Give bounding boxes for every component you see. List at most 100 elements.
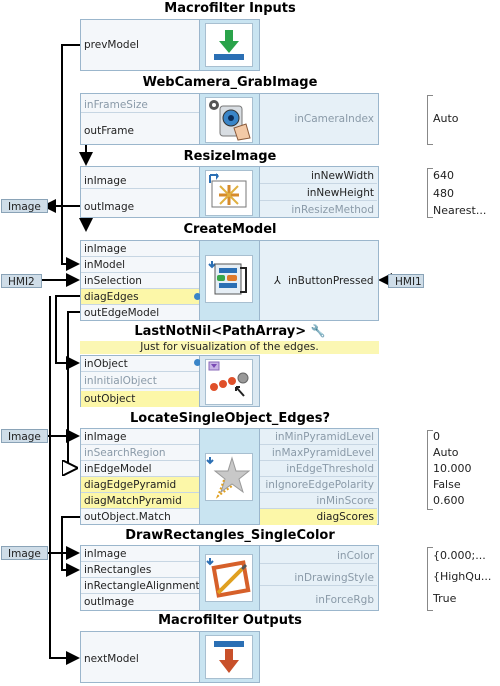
resize-icon-panel[interactable]: [200, 166, 260, 218]
port-inRectangles[interactable]: inRectangles: [81, 562, 199, 578]
param-inNewHeight[interactable]: inNewHeight: [260, 185, 377, 201]
port-outEdgeModel[interactable]: outEdgeModel: [84, 307, 160, 319]
param-inMaxPyramidLevel[interactable]: inMaxPyramidLevel: [260, 445, 377, 461]
draw-rectangle-icon: [205, 554, 253, 602]
resize-params[interactable]: inNewWidth inNewHeight inResizeMethod: [260, 166, 379, 218]
locate-params[interactable]: inMinPyramidLevel inMaxPyramidLevel inEd…: [260, 428, 379, 525]
port-inRectangleAlignment[interactable]: inRectangleAlignment: [81, 578, 199, 594]
locate-ports[interactable]: inImage inSearchRegion inEdgeModel diagE…: [80, 428, 200, 525]
macrofilter-inputs-ports[interactable]: prevModel: [80, 19, 200, 71]
createmodel-params[interactable]: ⅄ inButtonPressed: [260, 240, 379, 321]
param-diagScores[interactable]: diagScores: [260, 509, 377, 525]
value-inColor[interactable]: {0.000;...: [433, 549, 486, 562]
locate-bracket: [427, 430, 433, 510]
port-outObject-Match[interactable]: outObject.Match: [84, 511, 171, 523]
inObject-preview-dot[interactable]: [194, 359, 201, 366]
drawrect-title: DrawRectangles_SingleColor: [125, 528, 335, 543]
lastnotnil-icon-panel[interactable]: [200, 355, 260, 407]
port-diagMatchPyramid[interactable]: diagMatchPyramid: [81, 493, 199, 509]
upload-icon: [205, 635, 253, 679]
star-edges-icon: [205, 453, 253, 501]
value-inCameraIndex[interactable]: Auto: [433, 112, 459, 125]
param-inDrawingStyle[interactable]: inDrawingStyle: [260, 570, 377, 586]
value-inDrawingStyle[interactable]: {HighQu...: [433, 570, 492, 583]
value-inForceRgb[interactable]: True: [433, 592, 457, 605]
resize-icon: [205, 170, 253, 216]
port-inModel[interactable]: inModel: [81, 257, 199, 273]
port-diagEdgePyramid[interactable]: diagEdgePyramid: [81, 477, 199, 493]
value-inNewWidth[interactable]: 640: [433, 169, 454, 182]
hmi2-tag[interactable]: HMI2: [1, 274, 42, 288]
value-inResizeMethod[interactable]: Nearest...: [433, 204, 487, 217]
port-inImage[interactable]: inImage: [81, 173, 199, 189]
image-input-tag-draw[interactable]: Image: [1, 546, 48, 560]
wrench-icon: 🔧: [310, 324, 326, 338]
webcamera-icon-panel[interactable]: [200, 93, 260, 145]
macrofilter-outputs-icon-panel[interactable]: [200, 631, 260, 683]
drawrect-params[interactable]: inColor inDrawingStyle inForceRgb: [260, 545, 379, 611]
createmodel-title: CreateModel: [183, 222, 277, 237]
fork-icon: ⅄: [274, 274, 281, 287]
port-outImage[interactable]: outImage: [84, 201, 135, 213]
port-inImage[interactable]: inImage: [81, 546, 199, 562]
port-outImage[interactable]: outImage: [84, 596, 135, 608]
param-inResizeMethod[interactable]: inResizeMethod: [291, 204, 374, 216]
webcamera-title: WebCamera_GrabImage: [142, 75, 318, 90]
port-inObject[interactable]: inObject: [81, 356, 199, 372]
locate-title: LocateSingleObject_Edges?: [129, 411, 330, 426]
lastnotnil-icon: [205, 359, 253, 405]
webcam-icon: [205, 97, 253, 143]
param-inForceRgb[interactable]: inForceRgb: [315, 594, 374, 606]
drawrect-ports[interactable]: inImage inRectangles inRectangleAlignmen…: [80, 545, 200, 611]
lastnotnil-note: Just for visualization of the edges.: [80, 341, 379, 354]
value-inIgnoreEdgePolarity[interactable]: False: [433, 478, 461, 491]
port-inSelection[interactable]: inSelection: [81, 273, 199, 289]
port-prevModel[interactable]: prevModel: [84, 39, 139, 51]
webcamera-params[interactable]: inCameraIndex: [260, 93, 379, 145]
image-output-tag[interactable]: Image: [1, 199, 48, 213]
port-nextModel[interactable]: nextModel: [84, 653, 139, 665]
port-inImage[interactable]: inImage: [81, 429, 199, 445]
value-inMaxPyramidLevel[interactable]: Auto: [433, 446, 459, 459]
drawrect-bracket: [427, 547, 433, 611]
port-inInitialObject[interactable]: inInitialObject: [81, 373, 199, 389]
macrofilter-outputs-title: Macrofilter Outputs: [158, 613, 302, 628]
macrofilter-inputs-title: Macrofilter Inputs: [164, 1, 296, 16]
lastnotnil-title: LastNotNil<PathArray> 🔧: [134, 324, 326, 339]
param-inColor[interactable]: inColor: [260, 548, 377, 564]
port-outFrame[interactable]: outFrame: [84, 125, 134, 137]
resize-ports[interactable]: inImage outImage: [80, 166, 200, 218]
locate-icon-panel[interactable]: [200, 428, 260, 525]
value-inMinScore[interactable]: 0.600: [433, 494, 465, 507]
value-inEdgeThreshold[interactable]: 10.000: [433, 462, 472, 475]
image-input-tag-locate[interactable]: Image: [1, 429, 48, 443]
macrofilter-inputs-icon-panel[interactable]: [200, 19, 260, 71]
port-inFrameSize[interactable]: inFrameSize: [81, 97, 199, 113]
lastnotnil-ports[interactable]: inObject inInitialObject outObject: [80, 355, 200, 407]
hmi1-tag[interactable]: HMI1: [388, 274, 424, 288]
webcamera-ports[interactable]: inFrameSize outFrame: [80, 93, 200, 145]
resize-bracket: [427, 168, 433, 218]
param-inCameraIndex[interactable]: inCameraIndex: [294, 113, 374, 125]
param-inIgnoreEdgePolarity[interactable]: inIgnoreEdgePolarity: [260, 477, 377, 493]
drawrect-icon-panel[interactable]: [200, 545, 260, 611]
download-icon: [205, 23, 253, 67]
macrofilter-outputs-ports[interactable]: nextModel: [80, 631, 200, 683]
value-inNewHeight[interactable]: 480: [433, 187, 454, 200]
resize-title: ResizeImage: [183, 149, 277, 164]
param-inMinPyramidLevel[interactable]: inMinPyramidLevel: [260, 429, 377, 445]
port-inImage[interactable]: inImage: [81, 241, 199, 257]
diagEdges-preview-dot[interactable]: [194, 293, 201, 300]
param-inMinScore[interactable]: inMinScore: [260, 493, 377, 509]
createmodel-ports[interactable]: inImage inModel inSelection diagEdges ou…: [80, 240, 200, 321]
param-inButtonPressed[interactable]: ⅄ inButtonPressed: [274, 274, 374, 287]
value-inMinPyramidLevel[interactable]: 0: [433, 430, 440, 443]
param-inNewWidth[interactable]: inNewWidth: [260, 168, 377, 184]
createmodel-icon-panel[interactable]: [200, 240, 260, 321]
port-diagEdges[interactable]: diagEdges: [81, 289, 199, 305]
port-inEdgeModel[interactable]: inEdgeModel: [81, 461, 199, 477]
port-outObject[interactable]: outObject: [81, 391, 199, 407]
param-inEdgeThreshold[interactable]: inEdgeThreshold: [260, 461, 377, 477]
port-inSearchRegion[interactable]: inSearchRegion: [81, 445, 199, 461]
